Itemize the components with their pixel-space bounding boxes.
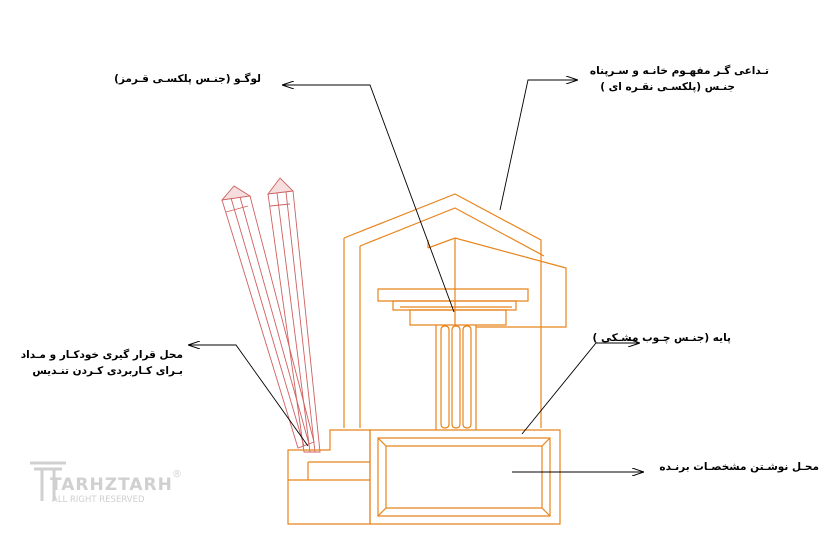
leader-house [499, 80, 578, 211]
house-label-line2: جنـس (پلکسـی نقـره ای ) [600, 81, 735, 93]
pen-holder-label-line1: محل قرار گیری خودکـار و مـداد [20, 349, 183, 361]
leader-logo [282, 85, 455, 313]
pen-holder [287, 429, 371, 525]
logo-label: لوگـو (جنـس پلکسـی قـرمز) [114, 73, 261, 85]
pen-holder-label-line2: بـرای کـاربردی کـردن تنـدیس [32, 365, 183, 377]
house-frame [343, 193, 567, 428]
trophy-structure [287, 193, 567, 525]
watermark-rights: ALL RIGHT RESERVED [52, 495, 145, 505]
watermark-registered: ® [172, 469, 182, 480]
leader-base [521, 343, 640, 435]
pencil-left [220, 185, 315, 449]
base-label: پایه (جنـس چـوب مشـکی ) [592, 332, 732, 344]
leader-lines [188, 80, 644, 472]
base-block [369, 429, 561, 525]
nameplate-label: محـل نوشـتن مشخصـات برنـده [659, 461, 819, 473]
column [377, 288, 529, 430]
leader-pen-holder [188, 345, 309, 447]
pencil-right [267, 177, 321, 453]
pencils [220, 177, 321, 453]
watermark: TARHZTARH ® ALL RIGHT RESERVED [28, 455, 188, 510]
house-label-line1: تـداعی گـر مفهـوم خانـه و سـرپناه [589, 65, 769, 77]
watermark-logo-icon [30, 461, 66, 501]
watermark-brand: TARHZTARH [50, 475, 173, 495]
